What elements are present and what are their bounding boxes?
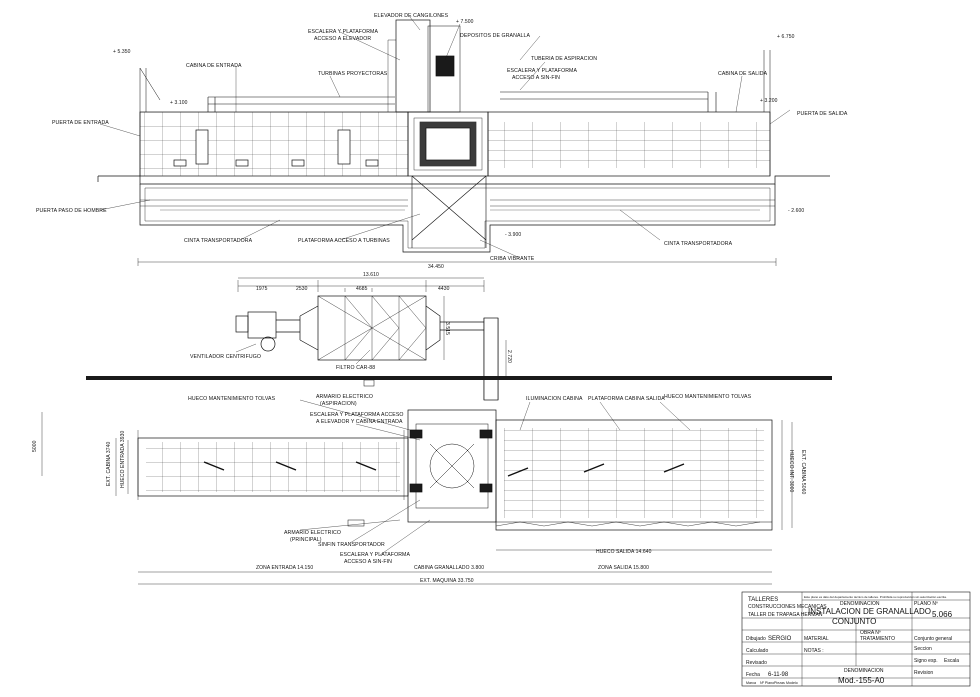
tb-escala: Escala — [944, 658, 959, 664]
label-armario-ppal: ARMARIO ELECTRICO — [284, 530, 341, 536]
label-criba: CRIBA VIBRANTE — [490, 256, 535, 262]
label-cabina-entrada: CABINA DE ENTRADA — [186, 63, 242, 69]
dim-filter-v: 2.720 — [506, 350, 512, 363]
tb-conjunto: Conjunto general — [914, 636, 952, 642]
label-sinfin: SINFIN TRANSPORTADOR — [318, 542, 385, 548]
filter-view — [235, 277, 507, 401]
label-puerta-salida: PUERTA DE SALIDA — [797, 111, 848, 117]
label-escalera-sf-2: ACCESO A SIN-FIN — [344, 559, 392, 565]
label-armario-ppal-2: (PRINCIPAL) — [290, 537, 322, 543]
dim-lvl-3200: + 3.200 — [760, 98, 778, 104]
dim-zona-entrada: ZONA ENTRADA 14.150 — [256, 565, 313, 571]
dim-ext-cabina-r: EXT. CABINA 5060 — [800, 450, 806, 495]
label-armario-asp-2: (ASPIRACION) — [320, 401, 357, 407]
label-escalera-sinfin-2: ACCESO A SIN-FIN — [512, 75, 560, 81]
plan-view — [41, 379, 793, 585]
tb-fecha: 6-11-98 — [768, 672, 789, 678]
tb-notas: NOTAS : — [804, 648, 824, 654]
label-escalera-elev: ESCALERA Y PLATAFORMA — [308, 29, 378, 35]
label-plataforma-salida: PLATAFORMA CABINA SALIDA — [588, 396, 665, 402]
tb-dibujado: SERGIO — [768, 636, 792, 642]
label-puerta-hombre: PUERTA PASO DE HOMBRE — [36, 208, 107, 214]
tb-seccion: Seccion — [914, 646, 932, 652]
tb-title-2: CONJUNTO — [832, 617, 876, 626]
title-block — [741, 591, 971, 687]
tb-fecha-label: Fecha — [746, 672, 760, 678]
dim-lvl-7500: + 7.500 — [456, 19, 474, 25]
tb-obra: OBRA Nº — [860, 630, 881, 636]
tb-dibujado-label: Dibujado — [746, 636, 766, 642]
label-escalera-sf: ESCALERA Y PLATAFORMA — [340, 552, 410, 558]
dim-hueco-entrada: HUECO ENTRADA 3930 — [120, 431, 126, 488]
dim-filter-3: 4685 — [356, 286, 368, 292]
dim-hueco-int: HUECO INT. 3000 — [788, 450, 794, 492]
label-cabina-salida: CABINA DE SALIDA — [718, 71, 768, 77]
dim-lvl-2600: - 2.600 — [788, 208, 804, 214]
tb-modelo: Modelo — [786, 681, 798, 685]
tb-nplano: Nº Plano — [760, 681, 774, 685]
dim-cabina-granallado: CABINA GRANALLADO 3.800 — [414, 565, 484, 571]
tb-plano-no: 5.066 — [932, 610, 953, 619]
dim-filter-1: 1975 — [256, 286, 268, 292]
tb-calculado: Calculado — [746, 648, 768, 654]
label-escalera-sinfin: ESCALERA Y PLATAFORMA — [507, 68, 577, 74]
tb-material: MATERIAL — [804, 636, 829, 642]
label-cinta-l: CINTA TRANSPORTADORA — [184, 238, 253, 244]
label-ventilador: VENTILADOR CENTRIFUGO — [190, 354, 261, 360]
tb-denominacion-2: DENOMINACION — [844, 668, 884, 674]
dim-filter-h: 3.515 — [444, 322, 450, 335]
tb-workshop: TALLER DE TRAPAGA HERMAN — [748, 612, 823, 618]
tb-plano-label: PLANO Nº — [914, 601, 938, 607]
dim-filter-2: 2530 — [296, 286, 308, 292]
tb-marca: Marca — [746, 681, 756, 685]
label-escalera-cab-2: A ELEVADOR Y CABINA ENTRADA — [316, 419, 403, 425]
label-armario-asp: ARMARIO ELECTRICO — [316, 394, 373, 400]
label-iluminacion: ILUMINACION CABINA — [526, 396, 583, 402]
tb-signo: Signo esp. — [914, 658, 938, 664]
tb-title-1: INSTALACION DE GRANALLADO — [808, 607, 931, 616]
tb-company-sub: CONSTRUCCIONES MECANICAS — [748, 604, 827, 610]
label-tuberia: TUBERIA DE ASPIRACION — [531, 56, 597, 62]
dim-ext-cabina-l: EXT. CABINA 3740 — [106, 441, 112, 486]
label-turbinas: TURBINAS PROYECTORAS — [318, 71, 388, 77]
dim-filter-4: 4430 — [438, 286, 450, 292]
tb-denominacion: DENOMINACION — [840, 601, 880, 607]
dim-total-elev: 34.450 — [428, 264, 444, 270]
label-escalera-cab: ESCALERA Y PLATAFORMA ACCESO — [310, 412, 404, 418]
elevation-view — [97, 19, 830, 253]
dim-hueco-salida: HUECO SALIDA 14.640 — [596, 549, 652, 555]
label-filtro: FILTRO CAR-88 — [336, 365, 375, 371]
tb-tratamiento: TRATAMIENTO — [860, 636, 895, 642]
tb-company: TALLERES — [748, 597, 778, 603]
label-cinta-r: CINTA TRANSPORTADORA — [664, 241, 733, 247]
label-depositos: DEPOSITOS DE GRANALLA — [460, 33, 530, 39]
label-escalera-elev-2: ACCESO A ELEVADOR — [314, 36, 371, 42]
label-hueco-l: HUECO MANTENIMIENTO TOLVAS — [188, 396, 276, 402]
dim-zona-salida: ZONA SALIDA 15.800 — [598, 565, 649, 571]
label-hueco-r: HUECO MANTENIMIENTO TOLVAS — [664, 394, 752, 400]
leader-lines — [99, 16, 791, 556]
label-plataforma-turbinas: PLATAFORMA ACCESO A TURBINAS — [298, 238, 390, 244]
dim-lvl-5350: + 5.350 — [113, 49, 131, 55]
tb-revision: Revision — [914, 670, 933, 676]
tb-mod: Mod.-155-A0 — [838, 676, 885, 685]
dim-filter-total: 13.610 — [363, 272, 379, 278]
dim-ext-maquina: EXT. MAQUINA 33.750 — [420, 578, 474, 584]
label-elevador: ELEVADOR DE CANGILONES — [374, 13, 449, 19]
tb-revisado: Revisado — [746, 660, 767, 666]
dim-lvl-3900: - 3.900 — [505, 232, 521, 238]
tb-top-note: Este plano es dato del departamento técn… — [804, 595, 947, 599]
label-puerta-entrada: PUERTA DE ENTRADA — [52, 120, 109, 126]
dim-5000: 5000 — [32, 440, 38, 452]
section-band — [86, 376, 832, 380]
tb-piezas: Piezas — [774, 681, 785, 685]
dim-lvl-6750: + 6.750 — [777, 34, 795, 40]
dim-lvl-3100: + 3.100 — [170, 100, 188, 106]
